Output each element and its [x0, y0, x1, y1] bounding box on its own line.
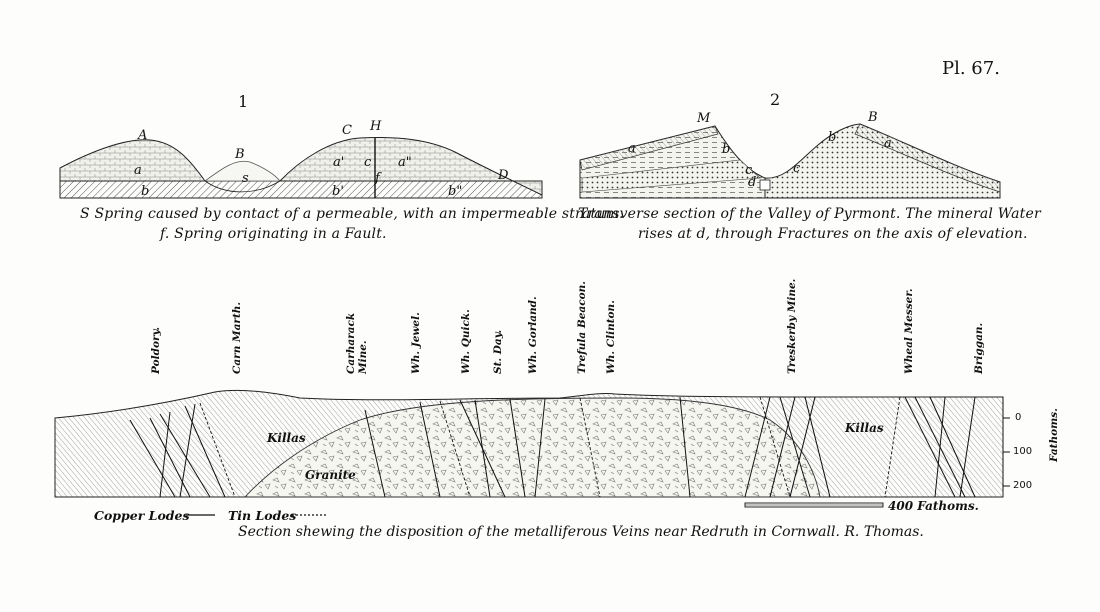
mine-label: Poldory.: [150, 327, 162, 374]
figure2-number: 2: [770, 90, 781, 109]
figure1-letter-H: H: [369, 119, 382, 134]
figure1-letter-a2: a": [398, 155, 412, 170]
mine-label-line: Wh. Gorland.: [527, 296, 539, 374]
rock-label-killas-right: Killas: [844, 421, 884, 435]
figure1-hill-c: [278, 137, 543, 196]
mine-label-line: St. Day.: [492, 329, 504, 374]
mine-label: Treskerby Mine.: [786, 279, 798, 374]
figure2-letter-B: B: [867, 110, 878, 125]
mine-label-line: Carn Marth.: [231, 301, 243, 374]
mine-label-line: Trefula Beacon.: [576, 281, 588, 374]
mine-label: Wh. Quick.: [460, 309, 472, 374]
figure2-letter-c-left: c: [745, 163, 753, 178]
figure1-letter-b2: b": [448, 184, 462, 199]
figure2-letter-b-left: b: [722, 142, 730, 157]
figure1-hill-a: [59, 139, 206, 182]
figure1-letter-B: B: [234, 147, 245, 162]
mine-label-line: Wh. Clinton.: [605, 300, 617, 374]
figure1-valley-s: [203, 160, 281, 182]
copper-lodes: [129, 396, 976, 498]
figure1-stratum-b: [59, 180, 543, 199]
mine-label-line: Carharack: [345, 312, 357, 374]
mine-label: Wheal Messer.: [903, 288, 915, 374]
figure1-caption-line2: f. Spring originating in a Fault.: [160, 226, 387, 242]
figure1-letter-A: A: [137, 128, 147, 143]
scale-bar-label: 400 Fathoms.: [888, 499, 979, 513]
redruth-section: Killas Granite Killas: [54, 389, 1010, 516]
mine-label: Carn Marth.: [231, 302, 243, 374]
figure1-letter-b1: b': [332, 184, 344, 199]
mine-label: Wh. Clinton.: [605, 300, 617, 374]
figure2-section: M B a b c d c b a: [579, 110, 1001, 199]
figure2-letter-b-right: b: [828, 130, 836, 145]
figure1-letter-C: C: [342, 123, 352, 138]
mine-label: Briggan.: [973, 323, 985, 374]
depth-tick-0: 0: [1015, 412, 1022, 423]
mine-label: Trefula Beacon.: [576, 281, 588, 374]
depth-axis-title: Fathoms.: [1048, 408, 1060, 462]
figure1-caption-line1: S Spring caused by contact of a permeabl…: [80, 206, 624, 222]
figure2-letter-a-right: a: [884, 136, 892, 151]
mine-label-line: Wheal Messer.: [903, 288, 915, 374]
section-granite-body: [243, 397, 821, 498]
tin-lodes: [199, 396, 901, 498]
rock-label-killas-left: Killas: [266, 431, 306, 445]
figure2-caption-line2: rises at d, through Fractures on the axi…: [638, 226, 1028, 242]
figure1-letter-a: a: [134, 163, 142, 178]
legend-tin-lodes: Tin Lodes: [228, 508, 297, 523]
mine-label-line: Wh. Quick.: [460, 309, 472, 374]
figure2-letter-c-right: c: [793, 161, 801, 176]
mine-label-line: Mine.: [357, 340, 369, 374]
mine-label: Wh. Gorland.: [527, 296, 539, 374]
figure2-caption-line1: Transverse section of the Valley of Pyrm…: [578, 206, 1041, 222]
figure2-spring-d: [759, 179, 771, 191]
figure1-letter-a1: a': [333, 155, 344, 170]
figure2-letter-a-left: a: [628, 141, 636, 156]
figure1-letter-D: D: [497, 168, 509, 183]
section-caption: Section shewing the disposition of the m…: [238, 524, 924, 540]
figure1-letter-c: c: [364, 155, 372, 170]
figure1-number: 1: [238, 92, 249, 111]
depth-tick-200: 200: [1013, 480, 1033, 491]
figure2-letter-d: d: [748, 175, 756, 190]
mine-label: St. Day.: [492, 330, 504, 374]
legend-copper-lodes: Copper Lodes: [94, 508, 190, 523]
mine-label-line: Treskerby Mine.: [786, 278, 798, 374]
figure2-letter-M: M: [696, 111, 711, 126]
figure1-section: A B C H D a s a' c a" f b b' b": [59, 119, 543, 199]
figure1-letter-f: f: [374, 171, 382, 186]
mine-label-line: Poldory.: [150, 326, 162, 374]
rock-label-granite: Granite: [305, 468, 356, 482]
mine-label: Wh. Jewel.: [410, 312, 422, 374]
mine-label-line: Briggan.: [973, 322, 985, 374]
depth-tick-100: 100: [1013, 446, 1033, 457]
plate-number: Pl. 67.: [942, 58, 1000, 79]
figure1-letter-s: s: [242, 171, 249, 186]
mine-label-line: Wh. Jewel.: [410, 312, 422, 374]
figure1-letter-b: b: [141, 184, 149, 199]
